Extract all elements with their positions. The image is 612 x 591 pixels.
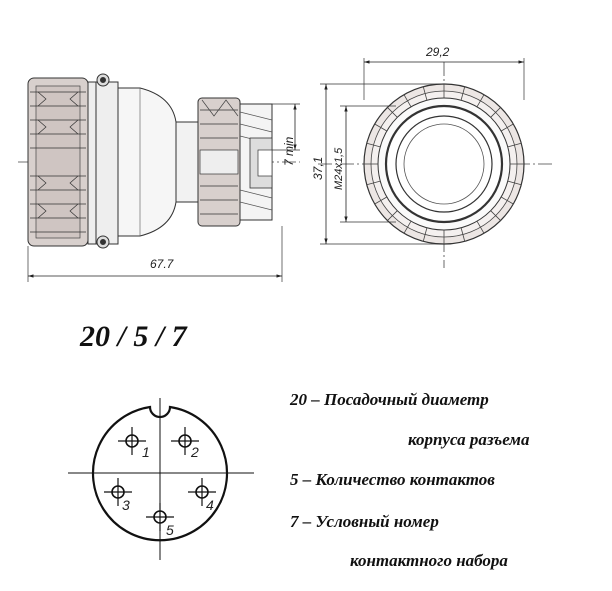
pin-3-mark [104, 478, 132, 506]
pin-labels: 1 2 3 4 5 [122, 444, 214, 538]
legend-line-5: контактного набора [350, 551, 508, 570]
side-view [18, 73, 300, 282]
legend-line-3: 5 – Количество контактов [290, 470, 495, 489]
pin-2-label: 2 [190, 444, 199, 460]
length-dimension-label: 67.7 [150, 257, 175, 271]
pin-5-label: 5 [166, 522, 174, 538]
pin-marks [104, 427, 216, 531]
thread-dimension-label: M24x1,5 [333, 147, 345, 190]
neck [175, 121, 201, 203]
insert-outline [91, 405, 229, 542]
connector-code: 20 / 5 / 7 [80, 320, 187, 353]
pinout-diagram [68, 398, 254, 560]
conical-body [117, 87, 177, 237]
pin-2-mark [171, 427, 199, 455]
pin-5-mark [146, 503, 174, 531]
width-dimension-label: 29,2 [425, 45, 450, 59]
knurl-ticks [364, 84, 524, 244]
pin-4-mark [188, 478, 216, 506]
pin-1-mark [118, 427, 146, 455]
pin-1-label: 1 [142, 444, 150, 460]
flange [87, 73, 119, 249]
pin-3-label: 3 [122, 497, 130, 513]
front-view [318, 58, 552, 268]
legend-line-4: 7 – Условный номер [290, 512, 439, 531]
min-engagement-label: 7 min [282, 136, 296, 166]
coupling-nut [27, 77, 89, 247]
rear-nut [197, 97, 241, 227]
pin-4-label: 4 [206, 497, 214, 513]
threaded-tail [239, 103, 273, 221]
height-dimension-label: 37,1 [311, 157, 325, 180]
legend-line-2: корпуса разъема [408, 430, 530, 449]
legend-line-1: 20 – Посадочный диаметр [290, 390, 489, 409]
